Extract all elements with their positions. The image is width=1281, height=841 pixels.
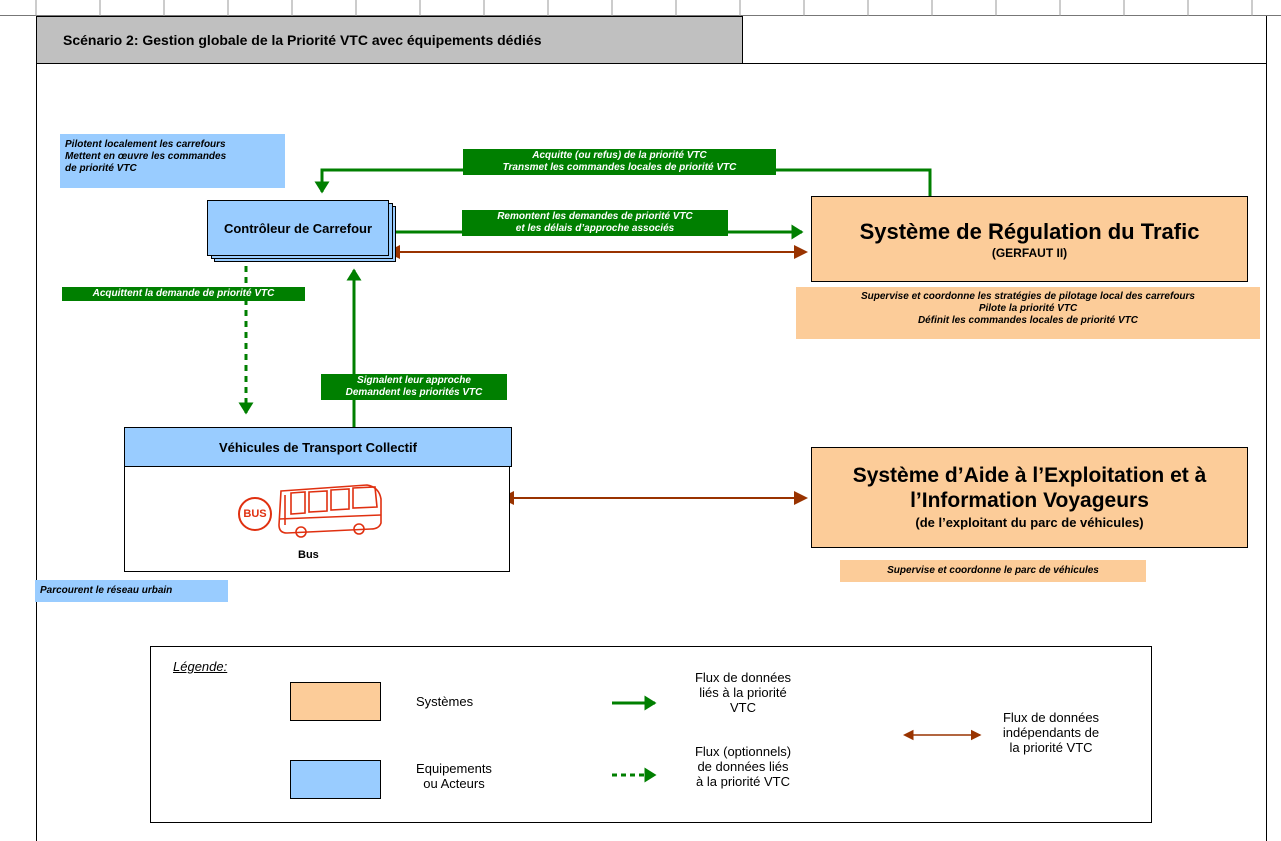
flow-label-line: Acquitte (ou refus) de la priorité VTC: [532, 150, 707, 161]
legend-box: Légende: Systèmes Equipements ou Acteurs…: [150, 646, 1152, 823]
vehicles-box: Véhicules de Transport Collectif BUS Bus: [124, 427, 512, 572]
frame-left-border: [36, 16, 37, 841]
srt-box: Système de Régulation du Trafic (GERFAUT…: [811, 196, 1248, 282]
legend-text-line: Flux de données: [694, 670, 792, 685]
legend-equipment-label: Equipements ou Acteurs: [399, 761, 509, 791]
controller-note-line: de priorité VTC: [65, 163, 137, 174]
controller-note-line: Pilotent localement les carrefours: [65, 139, 226, 150]
saeiv-subtitle: (de l’exploitant du parc de véhicules): [915, 515, 1144, 530]
vehicles-note: Parcourent le réseau urbain: [35, 580, 228, 602]
legend-systems-swatch: [290, 682, 381, 721]
legend-text-line: Flux de données: [1002, 710, 1100, 725]
diagram-title: Scénario 2: Gestion globale de la Priori…: [36, 16, 743, 64]
vehicles-header: Véhicules de Transport Collectif: [124, 427, 512, 467]
saeiv-title-line2: l’Information Voyageurs: [910, 489, 1149, 512]
legend-independent-label: Flux de données indépendants de la prior…: [981, 710, 1121, 755]
bus-badge-text: BUS: [243, 508, 267, 520]
flow-label-line: Signalent leur approche: [357, 375, 471, 386]
controller-note-line: Mettent en œuvre les commandes: [65, 151, 227, 162]
legend-equipment-swatch: [290, 760, 381, 799]
vehicles-note-text: Parcourent le réseau urbain: [40, 585, 173, 596]
saeiv-box: Système d’Aide à l’Exploitation et à l’I…: [811, 447, 1248, 548]
flow-label-line: Acquittent la demande de priorité VTC: [92, 288, 275, 299]
saeiv-note-text: Supervise et coordonne le parc de véhicu…: [887, 565, 1099, 576]
legend-systems-label: Systèmes: [416, 694, 474, 709]
flow-label-line: et les délais d’approche associés: [515, 223, 675, 234]
flow-label-signal: Signalent leur approche Demandent les pr…: [321, 374, 507, 400]
srt-subtitle: (GERFAUT II): [991, 246, 1068, 260]
flow-label-line: Demandent les priorités VTC: [345, 387, 483, 398]
legend-optional-label: Flux (optionnels) de données liés à la p…: [673, 744, 813, 789]
legend-text-line: ou Acteurs: [423, 776, 485, 791]
title-divider: [743, 63, 1266, 64]
legend-text-line: Flux (optionnels): [694, 744, 792, 759]
frame-right-border: [1266, 16, 1267, 841]
legend-text-line: VTC: [730, 700, 756, 715]
flow-label-acknowledge: Acquitte (ou refus) de la priorité VTC T…: [463, 149, 776, 175]
legend-priority-label: Flux de données liés à la priorité VTC: [673, 670, 813, 715]
flow-label-line: Remontent les demandes de priorité VTC: [497, 211, 693, 222]
srt-note-line: Supervise et coordonne les stratégies de…: [860, 291, 1195, 302]
legend-text-line: la priorité VTC: [1009, 740, 1093, 755]
legend-text-line: liés à la priorité: [699, 685, 787, 700]
legend-text-line: Equipements: [416, 761, 492, 776]
srt-note-line: Pilote la priorité VTC: [978, 303, 1078, 314]
flow-label-line: Transmet les commandes locales de priori…: [502, 162, 737, 173]
legend-text-line: de données liés: [697, 759, 789, 774]
flow-label-requests: Remontent les demandes de priorité VTC e…: [462, 210, 728, 236]
saeiv-note: Supervise et coordonne le parc de véhicu…: [840, 560, 1146, 582]
saeiv-title-line1: Système d’Aide à l’Exploitation et à: [852, 464, 1207, 487]
flow-label-ack: Acquittent la demande de priorité VTC: [62, 287, 305, 301]
srt-title: Système de Régulation du Trafic: [859, 219, 1200, 244]
bus-badge: BUS: [238, 497, 272, 531]
diagram-title-text: Scénario 2: Gestion globale de la Priori…: [63, 32, 542, 48]
vehicles-title: Véhicules de Transport Collectif: [219, 439, 417, 455]
srt-note-line: Définit les commandes locales de priorit…: [917, 315, 1139, 326]
bus-label: Bus: [298, 549, 319, 561]
bus-icon: [278, 484, 382, 538]
controller-box: Contrôleur de Carrefour: [207, 200, 389, 256]
legend-text-line: à la priorité VTC: [696, 774, 790, 789]
srt-note: Supervise et coordonne les stratégies de…: [796, 287, 1260, 339]
top-grid-strip: [0, 0, 1281, 16]
legend-text-line: indépendants de: [1002, 725, 1100, 740]
controller-label: Contrôleur de Carrefour: [223, 220, 373, 236]
legend-title: Légende:: [173, 659, 228, 674]
controller-note: Pilotent localement les carrefours Mette…: [60, 134, 285, 188]
